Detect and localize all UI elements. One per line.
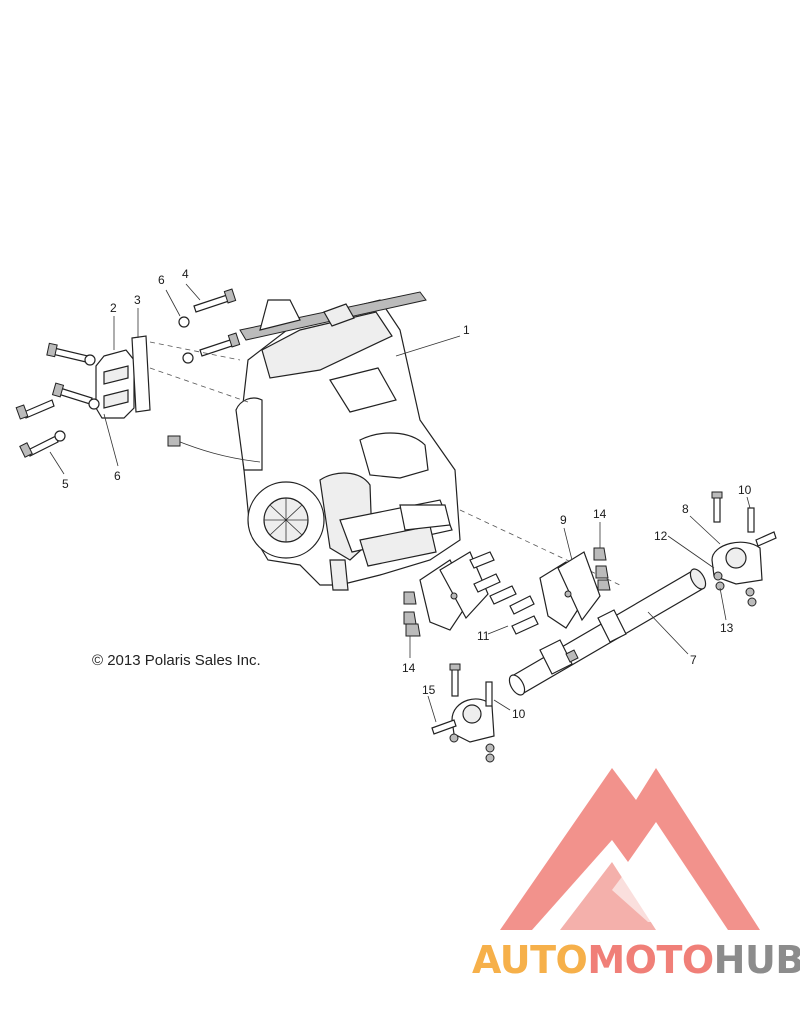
copyright-text: © 2013 Polaris Sales Inc. xyxy=(92,652,261,669)
callout-12: 12 xyxy=(654,529,668,543)
callout-1: 1 xyxy=(463,323,470,337)
callout-10-bottom: 10 xyxy=(512,707,526,721)
strap-part-3 xyxy=(131,335,151,413)
mount-plates-part-9 xyxy=(419,551,601,631)
callout-14-top: 14 xyxy=(593,507,607,521)
callout-2: 2 xyxy=(110,301,117,315)
callout-3: 3 xyxy=(134,293,141,307)
callout-15: 15 xyxy=(422,683,436,697)
engine-assembly xyxy=(167,291,461,591)
callout-6-top: 6 xyxy=(158,273,165,287)
left-engine-mount xyxy=(431,663,495,763)
alignment-lines xyxy=(149,341,621,586)
callout-7: 7 xyxy=(690,653,697,667)
callout-9: 9 xyxy=(560,513,567,527)
callout-13: 13 xyxy=(720,621,734,635)
fasteners-11-14 xyxy=(403,547,611,637)
callout-11: 11 xyxy=(477,629,490,643)
automotohub-logo-mark xyxy=(500,768,760,930)
callout-5: 5 xyxy=(62,477,69,491)
wordmark-moto: MOTO xyxy=(587,938,714,982)
leader-lines xyxy=(49,283,751,723)
washers-part-6 xyxy=(54,316,194,442)
callout-labels: 1 2 3 4 5 6 6 7 8 9 10 10 11 12 13 14 14… xyxy=(62,267,752,721)
mount-bracket-part-2 xyxy=(95,349,135,419)
automotohub-wordmark: AUTOMOTOHUB xyxy=(472,938,800,982)
callout-14-bottom: 14 xyxy=(402,661,416,675)
right-engine-mount xyxy=(711,491,777,607)
crossmember-tube-part-7 xyxy=(508,568,707,696)
callout-10-top: 10 xyxy=(738,483,752,497)
bolts xyxy=(15,288,241,458)
wordmark-hub: HUB xyxy=(713,938,800,982)
callout-6-bottom: 6 xyxy=(114,469,121,483)
wordmark-auto: AUTO xyxy=(472,938,588,982)
callout-4: 4 xyxy=(182,267,189,281)
callout-8: 8 xyxy=(682,502,689,516)
